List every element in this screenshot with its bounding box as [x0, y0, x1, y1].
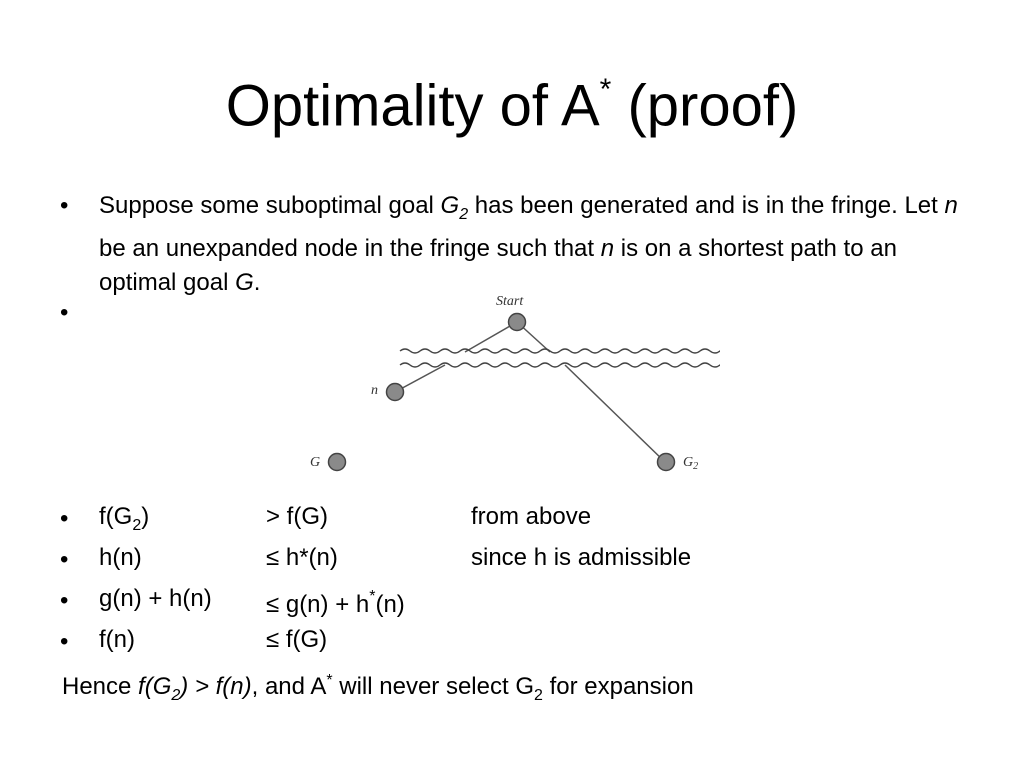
label-n: n	[371, 383, 378, 398]
intro-paragraph: Suppose some suboptimal goal G2 has been…	[99, 192, 958, 296]
bullet-4: •	[60, 546, 69, 573]
search-tree-diagram: Start n G G2	[310, 294, 720, 472]
proof-row-2: h(n) ≤ h*(n) since h is admissible	[99, 544, 692, 571]
node-g2	[656, 452, 676, 472]
proof-row-4: f(n) ≤ f(G)	[99, 626, 328, 653]
title-star: *	[599, 73, 612, 106]
label-start: Start	[496, 294, 524, 309]
page-title: Optimality of A* (proof)	[225, 73, 799, 139]
proof-row-3: g(n) + h(n) ≤ g(n) + h*(n)	[99, 585, 405, 618]
conclusion: Hence f(G2) > f(n), and A* will never se…	[62, 672, 694, 704]
proof-row-1: f(G2) > f(G) from above	[99, 503, 592, 534]
bullet-1: •	[60, 192, 69, 219]
fringe-wave-bottom	[399, 362, 720, 368]
label-g2: G2	[683, 455, 698, 472]
fringe-wave-top	[399, 348, 720, 354]
edge-to-g2	[564, 364, 667, 464]
edge-start-left	[464, 321, 518, 353]
node-g	[327, 452, 347, 472]
bullet-3: •	[60, 505, 69, 532]
node-start	[507, 312, 527, 332]
bullet-2: •	[60, 299, 69, 326]
bullet-5: •	[60, 587, 69, 614]
edge-to-n	[394, 364, 446, 393]
bullet-6: •	[60, 628, 69, 655]
node-n	[385, 382, 405, 402]
label-g: G	[310, 455, 320, 470]
